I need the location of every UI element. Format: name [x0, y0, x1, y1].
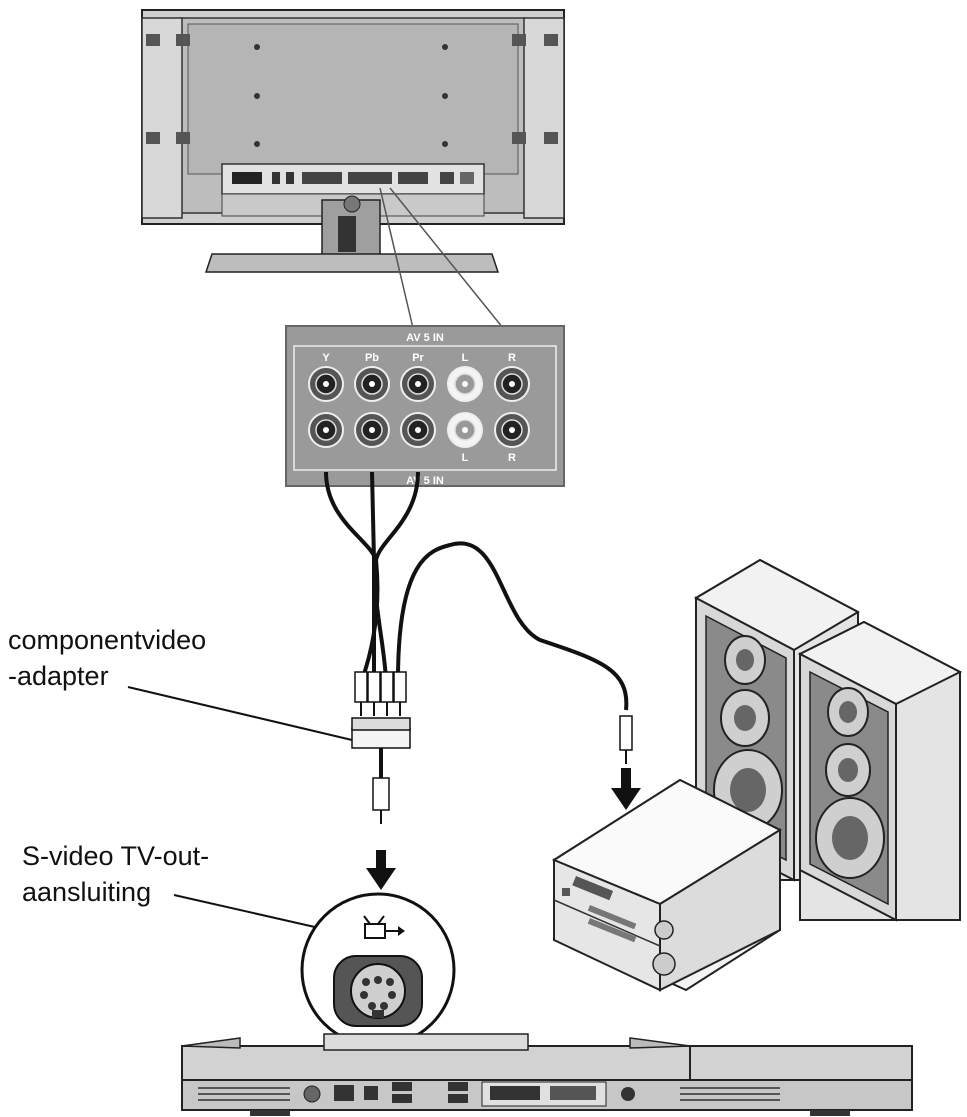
rca-jack	[494, 412, 530, 448]
rca-jack	[400, 366, 436, 402]
rca-jack	[354, 412, 390, 448]
rca-jack	[400, 412, 436, 448]
adapter-leader-line	[127, 686, 353, 741]
component-adapter-label: componentvideo -adapter	[8, 622, 206, 694]
jack-label-pb: Pb	[365, 352, 379, 364]
av-input-panel: AV 5 IN AV 5 IN Y Pb Pr L R L R	[285, 325, 565, 487]
svideo-port-label-line2: aansluiting	[22, 877, 152, 907]
rca-jack	[447, 412, 483, 448]
rca-jack	[308, 366, 344, 402]
jack-label-l-bottom: L	[462, 452, 469, 464]
rca-jack	[494, 366, 530, 402]
component-adapter-label-line2: -adapter	[8, 661, 109, 691]
rca-plugs	[354, 671, 407, 716]
component-adapter-label-line1: componentvideo	[8, 625, 207, 655]
rca-jacks	[308, 366, 530, 448]
down-arrow-svideo	[366, 850, 396, 890]
rca-jack	[447, 366, 483, 402]
rca-jack	[354, 366, 390, 402]
jack-label-y: Y	[322, 352, 330, 364]
component-cables	[324, 471, 629, 711]
av-panel-top-title: AV 5 IN	[406, 332, 444, 344]
av-panel-bottom-title: AV 5 IN	[406, 475, 444, 487]
tv-out-icon	[363, 915, 405, 939]
speaker-front	[797, 620, 963, 922]
jack-label-r: R	[508, 352, 516, 364]
down-arrow-audio	[611, 768, 641, 810]
laptop-rear	[181, 1033, 913, 1116]
tv-monitor	[141, 9, 565, 273]
component-video-adapter	[351, 717, 411, 824]
audio-plug	[619, 715, 633, 764]
jack-label-pr: Pr	[412, 352, 424, 364]
rca-jack	[308, 412, 344, 448]
jack-label-r-bottom: R	[508, 452, 516, 464]
audio-receiver	[551, 778, 783, 992]
svideo-port-label-line1: S-video TV-out-	[22, 841, 210, 871]
svideo-port-label: S-video TV-out- aansluiting	[22, 838, 209, 910]
jack-label-l: L	[462, 352, 469, 364]
svideo-port-zoom	[300, 892, 456, 1048]
